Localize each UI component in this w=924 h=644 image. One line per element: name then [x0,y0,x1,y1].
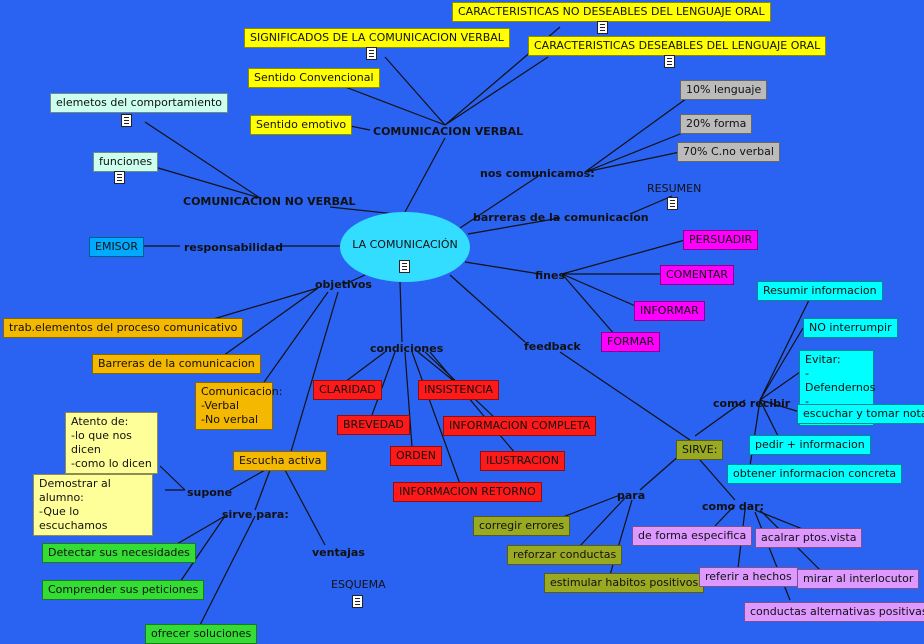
document-icon[interactable] [399,260,410,273]
node-referir[interactable]: referir a hechos [699,567,798,587]
node-line: -Verbal [201,399,240,412]
node-info-retorno[interactable]: INFORMACION RETORNO [393,482,542,502]
node-detectar[interactable]: Detectar sus necesidades [42,543,196,563]
node-resumir[interactable]: Resumir informacion [757,281,883,301]
node-escuchar-tomar[interactable]: escuchar y tomar notas [797,404,924,424]
label-como-dar: como dar: [702,500,765,513]
node-line: -como lo dicen [71,457,152,470]
node-conductas-alt[interactable]: conductas alternativas positivas [744,602,924,622]
node-reforzar[interactable]: reforzar conductas [507,545,623,565]
node-mirar[interactable]: mirar al interlocutor [797,569,920,589]
document-icon[interactable] [366,47,377,60]
node-ilustracion[interactable]: ILUSTRACION [480,451,565,471]
node-atento[interactable]: Atento de: -lo que nos dicen -como lo di… [65,412,158,474]
node-sentido-convencional[interactable]: Sentido Convencional [248,68,380,88]
node-forma[interactable]: 20% forma [680,114,753,134]
node-obtener[interactable]: obtener informacion concreta [727,464,903,484]
node-trab-elementos[interactable]: trab.elementos del proceso comunicativo [3,318,244,338]
document-icon[interactable] [121,114,132,127]
label-comunicacion-no-verbal: COMUNICACION NO VERBAL [183,195,356,208]
node-demostrar[interactable]: Demostrar al alumno: -Que lo escuchamos [33,474,153,536]
node-line: Comunicacion: [201,385,283,398]
node-line: Atento de: [71,415,129,428]
label-esquema[interactable]: ESQUEMA [331,578,386,591]
label-ventajas: ventajas [312,546,365,559]
label-sirve-para: sirve para: [222,508,289,521]
node-corregir[interactable]: corregir errores [473,516,571,536]
node-comprender[interactable]: Comprender sus peticiones [42,580,205,600]
node-brevedad[interactable]: BREVEDAD [337,415,410,435]
node-significados[interactable]: SIGNIFICADOS DE LA COMUNICACION VERBAL [244,28,510,48]
node-car-deseables[interactable]: CARACTERISTICAS DESEABLES DEL LENGUAJE O… [528,36,827,56]
node-insistencia[interactable]: INSISTENCIA [418,380,500,400]
node-sirve[interactable]: SIRVE: [676,440,724,460]
node-emisor[interactable]: EMISOR [89,237,144,257]
node-claridad[interactable]: CLARIDAD [313,380,382,400]
label-nos-comunicamos: nos comunicamos: [480,167,595,180]
document-icon[interactable] [664,55,675,68]
label-como-recibir: como recibir [713,397,791,410]
node-line: -No verbal [201,413,259,426]
node-ofrecer[interactable]: ofrecer soluciones [145,624,258,644]
node-funciones[interactable]: funciones [93,152,159,172]
label-feedback: feedback [524,340,581,353]
label-barreras: barreras de la comunicacion [473,211,649,224]
node-forma-especifica[interactable]: de forma especifica [632,526,753,546]
document-icon[interactable] [352,595,363,608]
node-estimular[interactable]: estimular habitos positivos [544,573,705,593]
document-icon[interactable] [597,21,608,34]
node-no-interrumpir[interactable]: NO interrumpir [803,318,898,338]
node-barreras-com[interactable]: Barreras de la comunicacion [92,354,261,374]
label-resumen[interactable]: RESUMEN [647,182,702,195]
node-info-completa[interactable]: INFORMACION COMPLETA [443,416,597,436]
node-comentar[interactable]: COMENTAR [660,265,735,285]
node-escucha-activa[interactable]: Escucha activa [233,451,328,471]
label-para: para [617,489,646,502]
label-fines: fines [535,269,565,282]
node-cnoverbal[interactable]: 70% C.no verbal [677,142,780,162]
document-icon[interactable] [667,197,678,210]
node-car-no-deseables[interactable]: CARACTERISTICAS NO DESEABLES DEL LENGUAJ… [452,2,771,22]
node-line: -Que lo escuchamos [39,505,108,532]
label-responsabilidad: responsabilidad [184,241,284,254]
node-aclarar[interactable]: acalrar ptos.vista [755,528,863,548]
document-icon[interactable] [114,171,125,184]
label-objetivos: objetivos [315,278,372,291]
node-orden[interactable]: ORDEN [390,446,442,466]
label-supone: supone [187,486,233,499]
central-node-title: LA COMUNICACIÓN [352,238,458,251]
node-line: Demostrar al alumno: [39,477,111,504]
node-persuadir[interactable]: PERSUADIR [683,230,759,250]
node-formar[interactable]: FORMAR [601,332,661,352]
node-elemetos[interactable]: elemetos del comportamiento [50,93,228,113]
label-comunicacion-verbal: COMUNICACION VERBAL [373,125,524,138]
node-line: -Defendernos [805,367,876,394]
node-pedir[interactable]: pedir + informacion [749,435,871,455]
node-sentido-emotivo[interactable]: Sentido emotivo [250,115,353,135]
node-comunicacion-verbal-no-verbal[interactable]: Comunicacion: -Verbal -No verbal [195,382,283,430]
label-condiciones: condiciones [370,342,444,355]
node-lenguaje[interactable]: 10% lenguaje [680,80,768,100]
node-informar[interactable]: INFORMAR [634,301,705,321]
node-line: -lo que nos dicen [71,429,132,456]
node-line: Evitar: [805,353,841,366]
